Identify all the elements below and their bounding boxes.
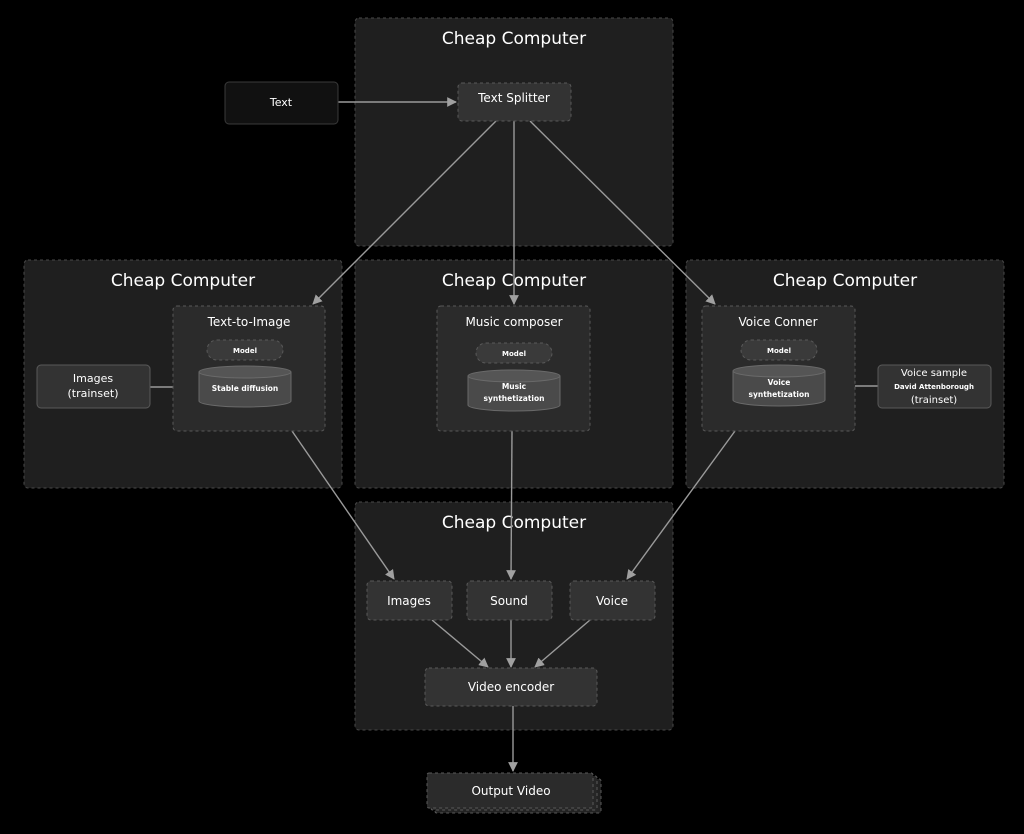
voice-conner-model-cylinder — [732, 364, 826, 407]
node-voice-label: Voice — [596, 594, 628, 608]
music-composer-model-pill — [475, 342, 553, 364]
node-voice-sample-line3: (trainset) — [911, 395, 957, 406]
edge-music-to-sound — [506, 430, 516, 580]
text-to-image-model-pill — [206, 339, 284, 361]
music-composer-model-name-line1: Music — [502, 382, 526, 391]
music-composer-model-name-line2: synthetization — [484, 394, 545, 403]
voice-conner-model-name-line2: synthetization — [749, 390, 810, 399]
output-video-box[interactable] — [426, 772, 594, 809]
node-images-trainset-box[interactable] — [36, 364, 151, 409]
voice-conner-model-label: Model — [767, 347, 791, 355]
node-voice-conner[interactable]: Voice Conner Model Voice synthetization — [701, 305, 856, 432]
text-to-image-model-name: Stable diffusion — [212, 384, 279, 393]
node-sound[interactable]: Sound — [466, 580, 553, 621]
node-text-splitter-label: Text Splitter — [477, 91, 550, 105]
text-to-image-model-label: Model — [233, 347, 257, 355]
node-images-box[interactable] — [366, 580, 453, 621]
group-bottom-title: Cheap Computer — [442, 513, 586, 533]
node-sound-label: Sound — [490, 594, 528, 608]
node-voice-sample[interactable]: Voice sample David Attenborough (trainse… — [877, 364, 992, 409]
node-text-to-image-title: Text-to-Image — [207, 315, 291, 329]
voice-conner-model-name-line1: Voice — [768, 378, 791, 387]
edge-splitter-to-text-to-image — [312, 120, 497, 305]
node-text-label: Text — [269, 96, 293, 109]
group-top-title: Cheap Computer — [442, 29, 586, 49]
edge-voice-to-voice — [626, 430, 736, 580]
output-video-label: Output Video — [471, 784, 550, 798]
node-images[interactable]: Images — [366, 580, 453, 621]
music-composer-model-cylinder — [467, 369, 561, 412]
edge-images-to-encoder — [431, 619, 489, 668]
node-text-splitter[interactable]: Text Splitter — [457, 82, 572, 122]
music-composer-model-label: Model — [502, 350, 526, 358]
group-left-title: Cheap Computer — [111, 271, 255, 291]
node-images-trainset[interactable]: Images (trainset) — [36, 364, 151, 409]
node-images-trainset-line1: Images — [73, 372, 113, 385]
node-images-trainset-line2: (trainset) — [68, 387, 119, 400]
edge-voice-to-encoder — [534, 619, 591, 668]
node-music-composer[interactable]: Music composer Model Music synthetizatio… — [436, 305, 591, 432]
node-video-encoder[interactable]: Video encoder — [424, 667, 598, 707]
node-text-splitter-box[interactable] — [457, 82, 572, 122]
node-voice[interactable]: Voice — [569, 580, 656, 621]
node-text[interactable]: Text — [224, 81, 339, 125]
node-voice-box[interactable] — [569, 580, 656, 621]
node-text-to-image[interactable]: Text-to-Image Model Stable diffusion — [172, 305, 326, 432]
edge-text-to-image-to-images — [291, 430, 395, 580]
text-to-image-model-cylinder — [198, 365, 292, 408]
node-output-video[interactable]: Output Video — [426, 772, 602, 814]
edges — [150, 97, 878, 772]
voice-conner-model-pill — [740, 339, 818, 361]
node-music-composer-title: Music composer — [465, 315, 562, 329]
node-voice-sample-line2: David Attenborough — [894, 383, 974, 391]
node-images-label: Images — [387, 594, 431, 608]
group-right-title: Cheap Computer — [773, 271, 917, 291]
node-sound-box[interactable] — [466, 580, 553, 621]
node-voice-conner-title: Voice Conner — [739, 315, 818, 329]
node-voice-sample-line1: Voice sample — [901, 368, 967, 379]
edge-splitter-to-voice — [529, 120, 716, 305]
node-video-encoder-label: Video encoder — [468, 680, 554, 694]
node-video-encoder-box[interactable] — [424, 667, 598, 707]
node-text-box[interactable] — [224, 81, 339, 125]
node-voice-sample-box[interactable] — [877, 364, 992, 409]
